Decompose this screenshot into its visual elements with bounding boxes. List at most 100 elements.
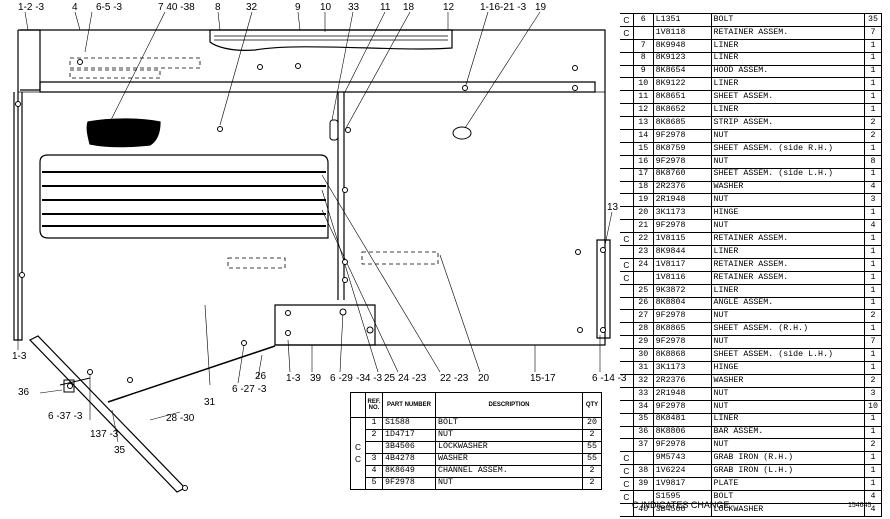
part-number: 3B4506 xyxy=(382,441,436,454)
change-marker xyxy=(620,194,633,207)
description: NUT xyxy=(711,438,866,452)
description: SHEET ASSEM. (side L.H.) xyxy=(711,348,866,362)
quantity: 1 xyxy=(870,453,876,463)
change-marker xyxy=(351,466,366,478)
description: PLATE xyxy=(711,477,866,491)
ref-number: 9 xyxy=(632,65,654,78)
callout-137-3: 137 -3 xyxy=(90,429,119,440)
quantity: 1 xyxy=(870,66,876,76)
ref-number: 28 xyxy=(632,322,654,336)
description: SHEET ASSEM. (side R.H.) xyxy=(711,142,866,156)
quantity: 1 xyxy=(870,272,876,282)
description: STRIP ASSEM. xyxy=(711,116,866,130)
callout-24-23: 24 -23 xyxy=(398,373,427,384)
description: BAR ASSEM. xyxy=(711,426,866,439)
change-marker xyxy=(620,130,633,143)
change-marker xyxy=(620,142,633,155)
ref-number: 30 xyxy=(632,348,654,362)
quantity: 10 xyxy=(868,401,879,411)
ref-number: 31 xyxy=(632,361,654,375)
description: LINER xyxy=(711,413,866,426)
ref-number: 33 xyxy=(632,387,654,401)
quantity: 4 xyxy=(870,221,876,231)
part-number: 9F2978 xyxy=(382,477,436,490)
callout-8: 8 xyxy=(215,2,221,13)
part-number: 4B4278 xyxy=(382,453,436,466)
quantity: 1 xyxy=(870,92,876,102)
ref-number: 1 xyxy=(365,417,383,430)
callout-25: 25 xyxy=(384,373,396,384)
quantity: 2 xyxy=(870,440,876,450)
callout-11: 11 xyxy=(380,2,391,13)
ref-number: 23 xyxy=(632,245,654,259)
callout-18: 18 xyxy=(403,2,415,13)
plate xyxy=(274,304,376,346)
quantity: 2 xyxy=(870,117,876,127)
part-number: 8K9122 xyxy=(653,77,712,91)
callout-12: 12 xyxy=(443,2,455,13)
quantity: 7 xyxy=(870,27,876,37)
callout-7-40-38: 7 40 -38 xyxy=(158,2,195,13)
change-marker xyxy=(620,426,633,439)
description: LINER xyxy=(711,245,866,259)
description: WASHER xyxy=(711,374,866,388)
quantity: 1 xyxy=(870,324,876,334)
part-number: 9F2978 xyxy=(653,335,712,349)
quantity: 2 xyxy=(870,311,876,321)
ref-number: 10 xyxy=(632,77,654,91)
description: NUT xyxy=(711,129,866,143)
callout-34-3: -34 -3 xyxy=(356,373,383,384)
description: GRAB IRON (R.H.) xyxy=(711,451,866,465)
description: RETAINER ASSEM. xyxy=(711,271,866,285)
header-ref-no: REF. NO. xyxy=(365,392,383,418)
description: BOLT xyxy=(711,490,866,504)
change-marker xyxy=(620,246,633,259)
part-number: 1V8117 xyxy=(653,258,712,272)
description: NUT xyxy=(435,477,583,490)
header-qty: QTY xyxy=(582,392,602,418)
right-strip xyxy=(596,239,611,339)
part-number: 9M5743 xyxy=(653,451,712,465)
ref-number: 14 xyxy=(632,129,654,143)
part-number: 1V9817 xyxy=(653,477,712,491)
liner-blob xyxy=(86,118,161,148)
ref-number: 35 xyxy=(632,413,654,426)
change-marker: C xyxy=(355,454,361,465)
change-legend: C INDICATES CHANGE xyxy=(632,500,730,510)
header-description: DESCRIPTION xyxy=(435,392,583,418)
change-marker xyxy=(620,168,633,181)
ref-number: 20 xyxy=(632,206,654,220)
change-marker: C xyxy=(623,465,630,476)
change-marker: C xyxy=(623,233,630,244)
description: NUT xyxy=(711,335,866,349)
main-panel xyxy=(17,29,606,346)
callout-26: 26 xyxy=(255,371,267,382)
part-number: 3K1173 xyxy=(653,206,712,220)
figure-reference-number: 154645 xyxy=(848,502,872,509)
part-number: 1D4717 xyxy=(382,429,436,442)
exploded-parts-drawing xyxy=(13,11,613,493)
callout-6-5-3: 6-5 -3 xyxy=(96,2,123,13)
change-marker xyxy=(351,430,366,442)
ref-number: 32 xyxy=(632,374,654,388)
quantity: 3 xyxy=(870,388,876,398)
description: NUT xyxy=(711,155,866,169)
quantity: 7 xyxy=(870,337,876,347)
quantity: 2 xyxy=(870,130,876,140)
callout-33: 33 xyxy=(348,2,360,13)
